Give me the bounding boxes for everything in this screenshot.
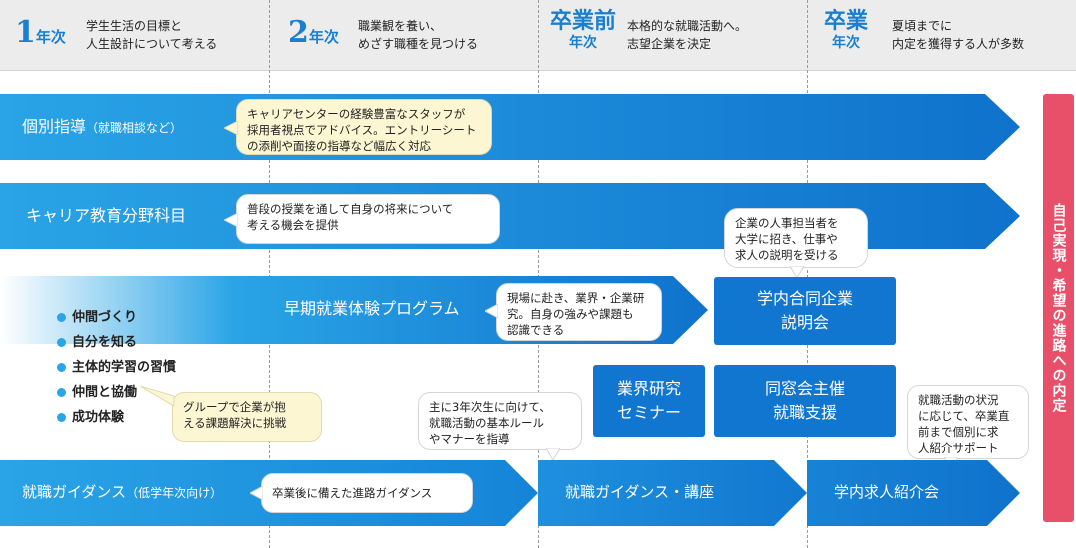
- job-intro-bubble: 就職活動の状況 に応じて、卒業直 前まで個別に求 人紹介サポート: [907, 385, 1029, 459]
- group-challenge-bubble: グループで企業が抱 える課題解決に挑戦: [172, 392, 322, 442]
- guidance-bubble-tail: [546, 448, 560, 460]
- bullet-dot-icon: [57, 338, 66, 347]
- divider-grad: [807, 0, 808, 548]
- guidance-courses-label: 就職ガイダンス・講座: [565, 483, 715, 501]
- bullet-dot-icon: [57, 363, 66, 372]
- guidance-low-year-bubble: 卒業後に備えた進路ガイダンス: [261, 473, 473, 513]
- group-bubble-tail: [140, 386, 176, 410]
- year-2-desc: 職業観を養い、 めざす職種を見つける: [358, 19, 479, 51]
- bullet-dot-icon: [57, 388, 66, 397]
- year-grad-label: 卒業 年次: [823, 8, 868, 51]
- year-pre-grad-label: 卒業前 年次: [549, 8, 616, 51]
- guidance-low-bubble-tail: [250, 486, 263, 500]
- list-item: 仲間づくり: [57, 305, 176, 330]
- job-intro-arrow: [807, 460, 1022, 526]
- joint-fair-box: 学内合同企業 説明会: [714, 277, 896, 345]
- goal-bar: 自己実現・希望の進路への内定: [1043, 94, 1074, 522]
- industry-seminar-box: 業界研究 セミナー: [593, 365, 705, 437]
- bullet-dot-icon: [57, 313, 66, 322]
- individual-guidance-bubble: キャリアセンターの経験豊富なスタッフが 採用者視点でアドバイス。エントリーシート…: [236, 99, 492, 155]
- job-intro-label: 学内求人紹介会: [834, 483, 940, 501]
- year-2-label: 2年次: [288, 15, 339, 50]
- list-item: 仲間と協働: [57, 380, 176, 405]
- guidance-courses-arrow: [538, 460, 808, 526]
- early-work-label: 早期就業体験プログラム: [284, 299, 460, 318]
- divider-pre-grad: [538, 0, 539, 548]
- individual-guidance-label: 個別指導（就職相談など）: [22, 117, 183, 136]
- early-bubble-tail: [485, 304, 498, 318]
- career-education-bubble: 普段の授業を通して自身の将来について 考える機会を提供: [236, 194, 500, 244]
- list-item: 成功体験: [57, 405, 176, 430]
- bullet-dot-icon: [57, 413, 66, 422]
- year-grad-desc: 夏頃までに 内定を獲得する人が多数: [892, 19, 1025, 51]
- year-pre-grad-desc: 本格的な就職活動へ。 志望企業を決定: [627, 19, 748, 51]
- list-item: 自分を知る: [57, 330, 176, 355]
- guidance-low-year-label: 就職ガイダンス（低学年次向け）: [22, 483, 223, 501]
- year-1-label: 1年次: [15, 15, 66, 50]
- guidance-bubble: 主に3年次生に向けて、 就職活動の基本ルール やマナーを指導: [418, 392, 582, 450]
- early-work-bubble: 現場に赴き、業界・企業研 究。自身の強みや課題も 認識できる: [496, 283, 662, 341]
- individual-bubble-tail: [224, 121, 238, 135]
- year-1-desc: 学生生活の目標と 人生設計について考える: [86, 19, 218, 51]
- joint-fair-bubble: 企業の人事担当者を 大学に招き、仕事や 求人の説明を受ける: [724, 208, 868, 268]
- joint-fair-bubble-tail: [790, 266, 804, 278]
- career-bubble-tail: [224, 213, 238, 227]
- divider-year2: [269, 0, 270, 548]
- alumni-support-box: 同窓会主催 就職支援: [714, 365, 896, 437]
- skills-list: 仲間づくり 自分を知る 主体的学習の習慣 仲間と協働 成功体験: [57, 305, 176, 430]
- career-education-label: キャリア教育分野科目: [26, 206, 187, 225]
- list-item: 主体的学習の習慣: [57, 355, 176, 380]
